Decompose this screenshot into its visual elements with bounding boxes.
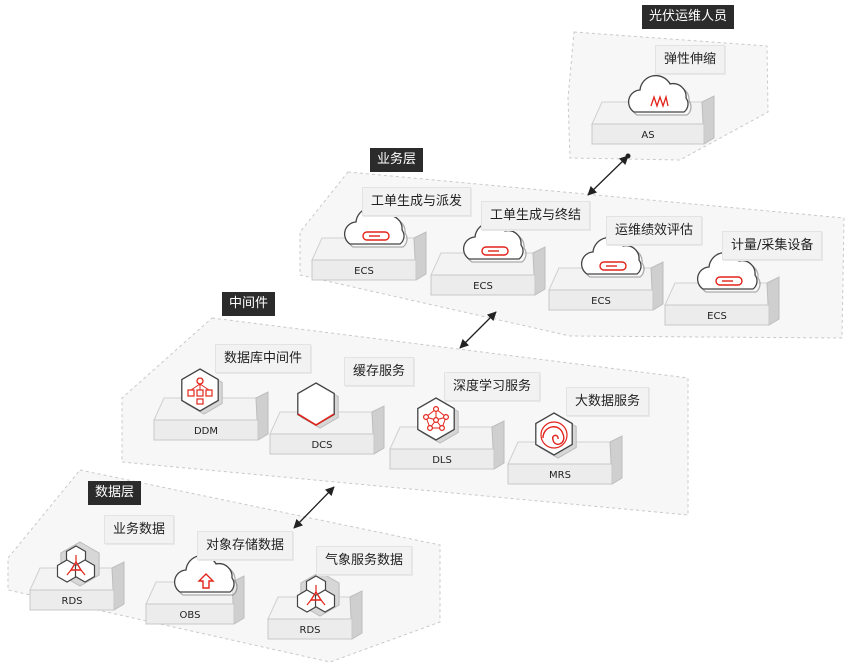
label-weather-data: 气象服务数据 [316,546,413,575]
database-hex-cluster-icon [296,571,340,617]
layer-tag-ops: 光伏运维人员 [642,5,735,29]
label-metering-device: 计量/采集设备 [722,231,823,260]
node-label-ecs: ECS [707,311,727,322]
layer-arrow-2 [293,486,335,529]
layer-arrow-1 [459,311,497,349]
block-front [145,603,235,625]
block-front [389,448,495,470]
label-deep-learning: 深度学习服务 [444,372,541,401]
node-label-obs: OBS [180,610,201,621]
node-label-ecs: ECS [473,281,493,292]
cloud-server-icon [343,207,408,248]
node-label-ecs: ECS [591,296,611,307]
block-front [430,274,536,296]
bigdata-hex-icon [535,412,577,459]
node-label-dls: DLS [432,455,452,466]
node-label-rds-2: RDS [300,625,321,636]
block-front [591,123,705,145]
cloud-server-icon [462,222,527,263]
label-auto-scaling: 弹性伸缩 [655,45,726,74]
node-label-as: AS [641,130,654,141]
label-performance-eval: 运维绩效评估 [606,216,703,245]
block-front [507,463,613,485]
cloud-server-icon [580,237,645,278]
service-block [548,261,664,311]
node-label-ecs: ECS [354,266,374,277]
label-db-middleware: 数据库中间件 [215,344,312,373]
layer-tag-data: 数据层 [88,481,142,505]
hierarchy-hex-icon [181,368,223,415]
cache-hex-icon [297,382,339,429]
network-hex-icon [417,397,459,444]
label-business-data: 业务数据 [104,515,175,544]
label-big-data: 大数据服务 [566,387,650,416]
layer-arrows [293,153,631,529]
block-front [29,589,115,611]
block-front [269,433,375,455]
layer-arrow-0 [587,155,629,196]
node-label-rds: RDS [62,596,83,607]
cloud-autoscale-icon [627,75,692,116]
layer-tag-business: 业务层 [370,148,424,172]
service-blocks: AS ECS ECS ECS ECS DDM DCS DLS MRS RDS OBS RDS [29,75,780,640]
node-label-mrs: MRS [549,470,571,481]
layer-tag-middleware: 中间件 [222,292,276,316]
arrow-dot [625,153,631,159]
node-label-dcs: DCS [311,440,332,451]
label-work-order-close: 工单生成与终结 [481,201,591,230]
block-front [664,304,770,326]
label-object-storage: 对象存储数据 [197,531,294,560]
node-label-ddm: DDM [194,426,218,437]
cloud-upload-icon [173,555,238,596]
database-hex-cluster-icon [56,541,100,587]
layer-panels [7,31,845,663]
block-front [311,259,417,281]
block-front [153,419,259,441]
block-front [267,618,353,640]
label-cache-service: 缓存服务 [344,357,415,386]
block-front [548,289,654,311]
label-work-order-dispatch: 工单生成与派发 [362,187,472,216]
